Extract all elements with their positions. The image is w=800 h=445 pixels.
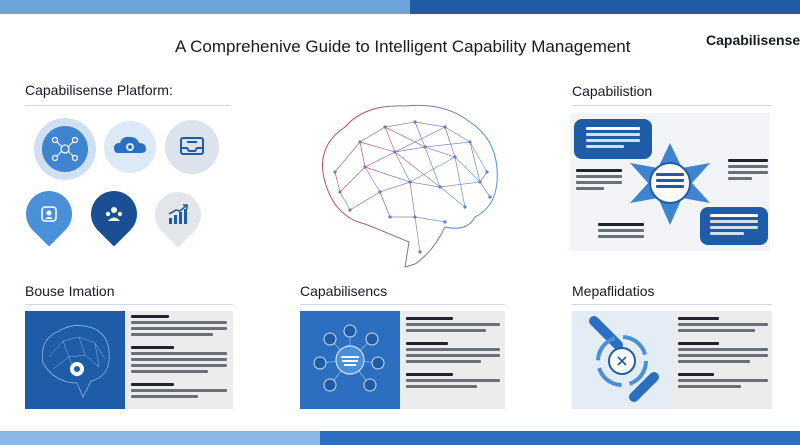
- top-accent-dark: [410, 0, 800, 14]
- network-icon[interactable]: [34, 118, 96, 180]
- cloud-gear-icon[interactable]: [104, 121, 156, 173]
- bubble-text-lines: [710, 214, 758, 238]
- text-lines: [598, 223, 644, 241]
- person-pin-icon[interactable]: [16, 181, 82, 247]
- bouse-card: [25, 311, 233, 409]
- brand-name: Capabilisense: [706, 32, 800, 48]
- mepaflidatios-card: [572, 311, 772, 409]
- top-accent-light: [0, 0, 410, 14]
- divider: [300, 304, 505, 305]
- text-lines: [728, 159, 768, 183]
- divider: [25, 304, 233, 305]
- people-pin-icon[interactable]: [81, 181, 147, 247]
- cycle-icon: [572, 311, 672, 409]
- center-text-lines: [656, 173, 684, 191]
- top-accent-bar: [0, 0, 800, 14]
- text-lines: [576, 169, 622, 193]
- card-text-lines: [406, 317, 500, 391]
- bottom-accent-bar: [0, 431, 800, 445]
- bottom-accent-dark: [320, 431, 800, 445]
- capabilistion-diagram: [570, 113, 770, 251]
- inbox-icon[interactable]: [165, 120, 219, 174]
- growth-chart-icon[interactable]: [145, 182, 211, 248]
- bottom-accent-light: [0, 431, 320, 445]
- brain-thumb-icon: [25, 311, 125, 409]
- hub-diagram-icon: [300, 311, 400, 409]
- section-title-bouse: Bouse Imation: [25, 283, 115, 299]
- card-text-lines: [678, 317, 768, 391]
- section-title-capabilistion: Capabilistion: [572, 83, 653, 99]
- brain-network-icon: [322, 104, 498, 268]
- capabilisencs-card: [300, 311, 505, 409]
- bubble-text-lines: [586, 127, 640, 151]
- section-title-mepaflidatios: Mepaflidatios: [572, 283, 655, 299]
- card-text-lines: [131, 315, 227, 401]
- divider: [572, 105, 772, 106]
- section-title-platform: Capabilisense Platform:: [25, 82, 173, 98]
- divider: [25, 105, 230, 106]
- section-title-capabilisencs: Capabilisencs: [300, 283, 388, 299]
- page-title: A Comprehenive Guide to Intelligent Capa…: [175, 37, 631, 56]
- divider: [572, 304, 772, 305]
